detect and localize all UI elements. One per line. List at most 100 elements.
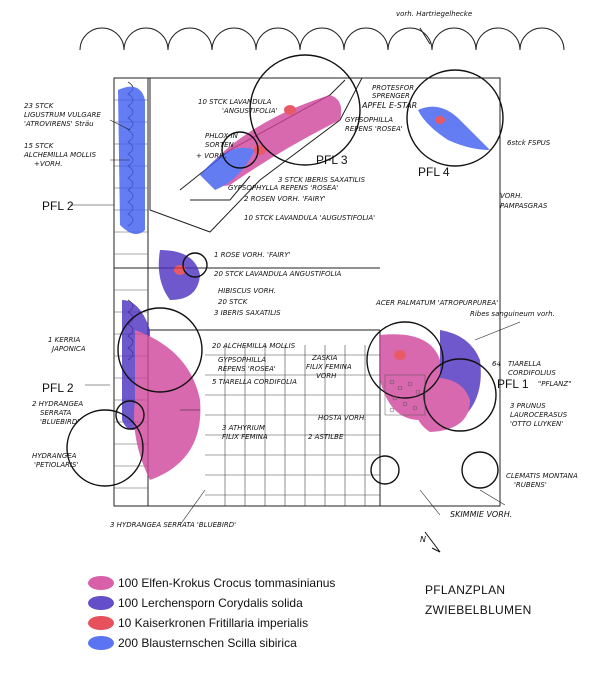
pfl3-label: PFL 3 [316, 153, 348, 167]
alchemilla-mid-label: 20 ALCHEMILLA MOLLIS [212, 342, 296, 350]
prunus-count: 3 PRUNUS [510, 402, 546, 410]
shrub-5 [370, 455, 400, 485]
iberis-lower-count: 20 STCK [218, 298, 249, 306]
fritillaria-spot-2 [254, 145, 266, 155]
athyrium-variety: FILIX FEMINA [222, 433, 268, 441]
phlox-name: PHLOX IN [205, 132, 239, 140]
leader-lines [70, 119, 521, 526]
scilla-patch-left [118, 86, 145, 235]
rose-fairy-label: 1 ROSE VORH. 'FAIRY' [214, 251, 291, 259]
scilla-patch-right [418, 106, 490, 150]
fritillaria-spot-4 [394, 350, 406, 360]
apfel-line2: SPRENGER [372, 92, 410, 100]
paving-grid [205, 345, 380, 506]
corydalis-swatch [88, 596, 114, 610]
fritillaria-swatch [88, 616, 114, 630]
rosen-label: 2 ROSEN VORH. 'FAIRY' [244, 195, 326, 203]
shrub-4 [461, 451, 499, 489]
hydrangea-serrata-count: 2 HYDRANGEA [32, 400, 83, 408]
prunus-variety: 'OTTO LUYKEN' [510, 420, 563, 428]
fspus-label: 6stck FSPUS [507, 139, 551, 147]
tree-acer [366, 321, 444, 399]
pampas-name: PAMPASGRAS [500, 202, 548, 210]
hibiscus-label: HIBISCUS VORH. [218, 287, 276, 295]
tree-pfl1 [423, 358, 497, 432]
iberis-center-label: 3 STCK IBERIS SAXATILIS [278, 176, 366, 184]
gypsophila-center-label: GYPSOPHYLLA REPENS 'ROSEA' [228, 184, 338, 192]
fritillaria-spot-1 [284, 105, 296, 115]
title-line-1: PFLANZPLAN [425, 583, 506, 597]
legend-row-fritillaria: 10 Kaiserkronen Fritillaria imperialis [88, 613, 335, 633]
tiarella-right-variety: CORDIFOLIUS [508, 369, 556, 377]
ligustrum-name: LIGUSTRUM VULGARE [24, 111, 101, 119]
legend-text-fritillaria: 10 Kaiserkronen Fritillaria imperialis [118, 616, 309, 630]
kerria-count: 1 KERRIA [48, 336, 80, 344]
ligustrum-variety: 'ATROVIRENS' Sträu [24, 120, 94, 128]
lavandula-mid-label: 10 STCK LAVANDULA 'AUGUSTIFOLIA' [244, 214, 375, 222]
clematis-name: CLEMATIS MONTANA [506, 472, 578, 480]
tree-pfl4 [406, 69, 504, 167]
phlox-variety: SORTEN [205, 141, 235, 149]
pfl1-label: PFL 1 [497, 377, 529, 391]
tiarella-label: 5 TIARELLA CORDIFOLIA [212, 378, 297, 386]
lavandula-lower-label: 20 STCK LAVANDULA ANGUSTIFOLIA [214, 270, 342, 278]
skimmie-label: SKIMMIE VORH. [450, 510, 512, 519]
legend: 100 Elfen-Krokus Crocus tommasinianus 10… [88, 573, 335, 653]
gypsophila-top-name: GYPSOPHILLA [345, 116, 393, 124]
pfl2-top-label: PFL 2 [42, 199, 74, 213]
pfl1-suffix: "PFLANZ" [538, 380, 571, 388]
fritillaria-spot-5 [435, 116, 445, 124]
legend-row-scilla: 200 Blausternschen Scilla sibirica [88, 633, 335, 653]
north-label: N [420, 535, 426, 544]
hydrangea-bottom-label: 3 HYDRANGEA SERRATA 'BLUEBIRD' [110, 521, 236, 529]
legend-text-corydalis: 100 Lerchensporn Corydalis solida [118, 596, 303, 610]
vorh-label: + VORH. [196, 152, 227, 160]
prunus-name: LAUROCERASUS [510, 411, 568, 419]
apfel-line1: PROTESFOR [372, 84, 414, 92]
shrub-2 [182, 252, 208, 278]
shrub-1 [221, 131, 259, 169]
legend-row-corydalis: 100 Lerchensporn Corydalis solida [88, 593, 335, 613]
north-arrow [424, 531, 441, 553]
pfl2-bottom-label: PFL 2 [42, 381, 74, 395]
scilla-swatch [88, 636, 114, 650]
bulb-patches [118, 86, 490, 480]
crocus-swatch [88, 576, 114, 590]
lavandula-top-name: 10 STCK LAVANDULA [198, 98, 272, 106]
tiarella-right-name: TIARELLA [508, 360, 541, 368]
corydalis-patch-mid [158, 250, 200, 300]
crocus-patch-left [134, 330, 201, 480]
title-line-2: ZWIEBELBLUMEN [425, 603, 532, 617]
hedge-label: vorh. Hartriegelhecke [396, 10, 472, 18]
tree-pfl3 [249, 54, 361, 166]
ligustrum-count: 23 STCK [24, 102, 55, 110]
gypsophila-top-variety: REPENS 'ROSEA' [345, 125, 403, 133]
hydrangea-pet-variety: 'PETIOLARIS' [34, 461, 78, 469]
shrub-3 [115, 400, 145, 430]
hosta-label: HOSTA VORH. [318, 414, 367, 422]
iberis-lower-name: 3 IBERIS SAXATILIS [214, 309, 281, 317]
scilla-patch-top [200, 147, 255, 190]
gypsophila-mid-name: GYPSOPHILLA [218, 356, 266, 364]
alchemilla-left-count: 15 STCK [24, 142, 55, 150]
acer-label: ACER PALMATUM 'ATROPURPUREA' [375, 299, 498, 307]
tree-circles [66, 54, 504, 489]
pebble-patch [384, 374, 426, 416]
pfl1-count: 64 [492, 360, 501, 368]
legend-text-crocus: 100 Elfen-Krokus Crocus tommasinianus [118, 576, 336, 590]
hydrangea-pet-name: HYDRANGEA [32, 452, 77, 460]
hydrangea-serrata-name: SERRATA [40, 409, 72, 417]
tree-hydrangea [66, 409, 144, 487]
hydrangea-serrata-variety: 'BLUEBIRD' [40, 418, 79, 426]
gypsophila-mid-variety: REPENS 'ROSEA' [218, 365, 276, 373]
alchemilla-left-name: ALCHEMILLA MOLLIS [23, 151, 97, 159]
zaskia-line1: ZASKIA [311, 354, 338, 362]
clematis-variety: 'RUBENS' [514, 481, 547, 489]
legend-text-scilla: 200 Blausternschen Scilla sibirica [118, 636, 297, 650]
pfl4-label: PFL 4 [418, 165, 450, 179]
astilbe-label: 2 ASTILBE [308, 433, 344, 441]
ribes-label: Ribes sanguineum vorh. [470, 310, 555, 318]
legend-row-crocus: 100 Elfen-Krokus Crocus tommasinianus [88, 573, 335, 593]
kerria-name: JAPONICA [50, 345, 86, 353]
